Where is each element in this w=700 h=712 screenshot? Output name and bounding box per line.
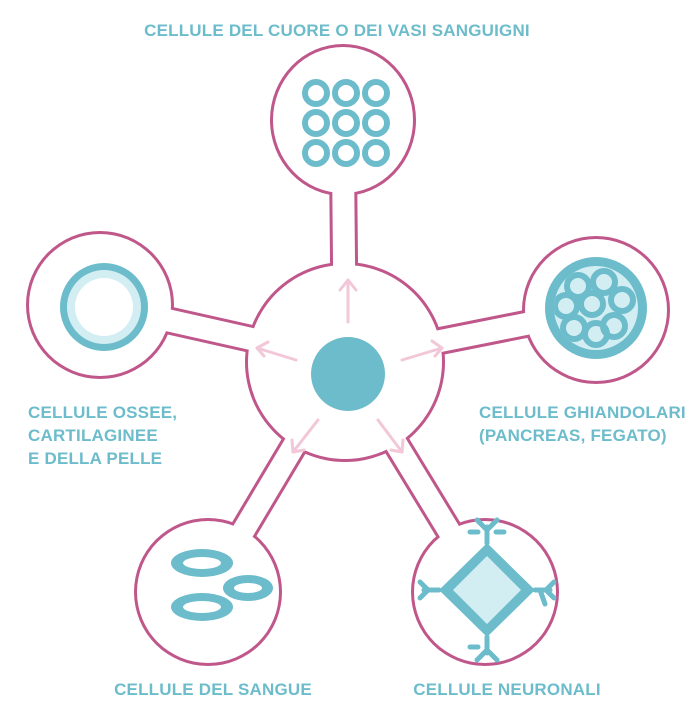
label-neuron-cells: CELLULE NEURONALI	[413, 680, 601, 699]
label-heart-cells: CELLULE DEL CUORE O DEI VASI SANGUIGNI	[144, 21, 530, 40]
bone-cell-icon	[60, 263, 148, 351]
label-blood-cells: CELLULE DEL SANGUE	[114, 680, 312, 699]
heart-cells-icon	[302, 79, 390, 167]
label-bone-line-3: E DELLA PELLE	[28, 449, 162, 468]
gland-cells-icon	[545, 257, 647, 359]
label-bone-line-1: CELLULE OSSEE,	[28, 403, 177, 422]
differentiation-arrows	[255, 278, 444, 454]
arrow-down-right	[376, 418, 405, 454]
neuron-icon	[417, 517, 557, 663]
arrow-up	[338, 278, 358, 324]
label-gland-cells: CELLULE GHIANDOLARI (PANCREAS, FEGATO)	[479, 403, 686, 445]
label-gland-line-1: CELLULE GHIANDOLARI	[479, 403, 686, 422]
stem-cell-nucleus	[311, 337, 385, 411]
arrow-down-left	[290, 418, 320, 454]
label-gland-line-2: (PANCREAS, FEGATO)	[479, 426, 667, 445]
blood-cells-icon	[171, 549, 273, 621]
arrow-right	[400, 339, 444, 362]
arrow-left	[255, 340, 298, 362]
label-bone-cells: CELLULE OSSEE, CARTILAGINEE E DELLA PELL…	[28, 403, 177, 468]
label-bone-line-2: CARTILAGINEE	[28, 426, 158, 445]
